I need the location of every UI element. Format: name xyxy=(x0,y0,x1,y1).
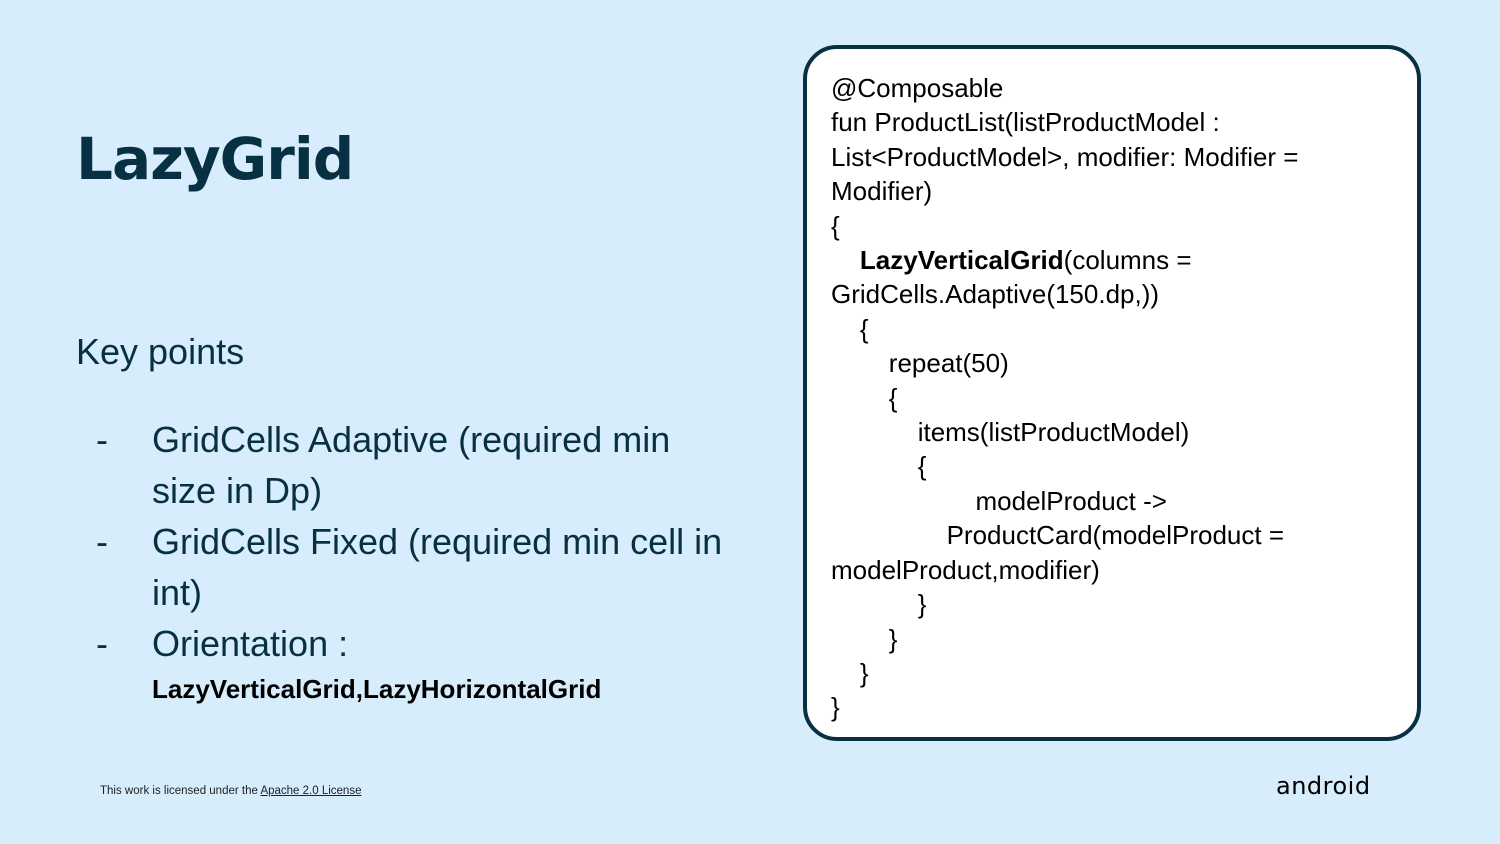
bullet-dash: - xyxy=(96,521,108,562)
code-part-2: (columns = GridCells.Adaptive(150.dp,)) … xyxy=(831,245,1285,723)
license-notice: This work is licensed under the Apache 2… xyxy=(100,785,361,797)
orientation-grid-types: LazyVerticalGrid,LazyHorizontalGrid xyxy=(152,674,602,704)
code-part-1: @Composable fun ProductList(listProductM… xyxy=(831,73,1299,241)
bullet-text: GridCells Adaptive (required min size in… xyxy=(152,419,671,511)
code-snippet-box: @Composable fun ProductList(listProductM… xyxy=(803,45,1421,741)
bullet-gridcells-adaptive: - GridCells Adaptive (required min size … xyxy=(96,414,736,516)
bullet-orientation: - Orientation : LazyVerticalGrid,LazyHor… xyxy=(96,618,736,709)
code-snippet: @Composable fun ProductList(listProductM… xyxy=(831,71,1401,725)
license-link[interactable]: Apache 2.0 License xyxy=(260,785,362,797)
key-points-heading: Key points xyxy=(76,331,245,372)
bullet-dash: - xyxy=(96,419,108,460)
android-logo: android xyxy=(1276,772,1371,800)
bullet-text: Orientation : xyxy=(152,623,349,664)
slide-title: LazyGrid xyxy=(76,125,354,193)
bullet-dash: - xyxy=(96,623,108,664)
key-points-list: - GridCells Adaptive (required min size … xyxy=(96,414,736,709)
license-text: This work is licensed under the xyxy=(100,785,261,797)
bullet-text: GridCells Fixed (required min cell in in… xyxy=(152,521,723,613)
code-keyword-lazyverticalgrid: LazyVerticalGrid xyxy=(859,245,1064,276)
bullet-gridcells-fixed: - GridCells Fixed (required min cell in … xyxy=(96,516,736,618)
